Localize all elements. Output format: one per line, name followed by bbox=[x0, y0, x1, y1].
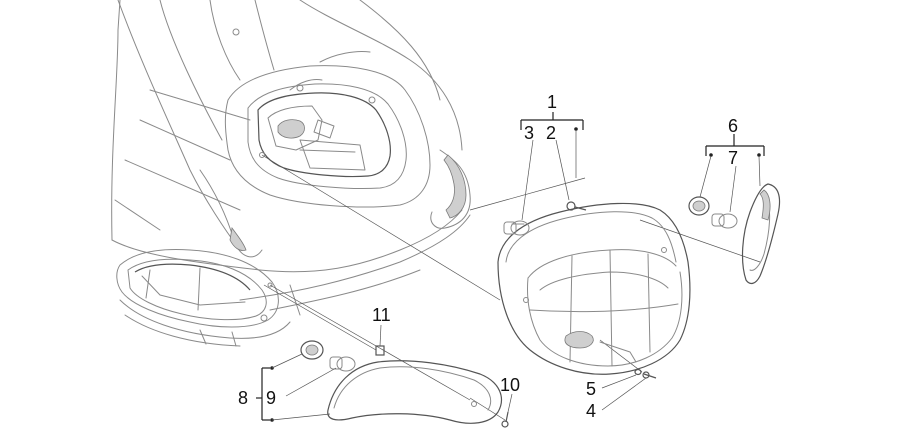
screw-4-washer-5 bbox=[634, 368, 657, 379]
bracket-group-1 bbox=[520, 112, 584, 221]
callout-3: 3 bbox=[524, 123, 534, 143]
front-indicator-lens bbox=[327, 360, 502, 424]
screw-10 bbox=[501, 411, 509, 428]
callout-6: 6 bbox=[728, 116, 738, 136]
callout-2: 2 bbox=[546, 123, 556, 143]
bulb-3 bbox=[503, 220, 530, 236]
callout-10: 10 bbox=[500, 375, 520, 395]
callout-8: 8 bbox=[238, 388, 248, 408]
clip-11 bbox=[375, 345, 385, 356]
bracket-group-6 bbox=[699, 134, 765, 213]
taillight-assembly bbox=[497, 202, 691, 375]
socket-7 bbox=[688, 196, 738, 229]
callout-11: 11 bbox=[372, 305, 391, 325]
bracket-group-8 bbox=[256, 353, 337, 422]
callout-4: 4 bbox=[586, 401, 596, 421]
callout-5: 5 bbox=[586, 379, 596, 399]
callout-9: 9 bbox=[266, 388, 276, 408]
callout-leaders bbox=[379, 324, 647, 413]
callout-1: 1 bbox=[547, 92, 557, 112]
callout-7: 7 bbox=[728, 148, 738, 168]
bulb-9 bbox=[300, 340, 356, 372]
scooter-body bbox=[111, 0, 471, 347]
leader-lines bbox=[261, 154, 761, 421]
callout-numbers: 1 2 3 4 5 6 7 8 9 10 11 bbox=[238, 92, 738, 421]
screw-2 bbox=[566, 201, 587, 211]
side-reflector bbox=[741, 183, 781, 285]
